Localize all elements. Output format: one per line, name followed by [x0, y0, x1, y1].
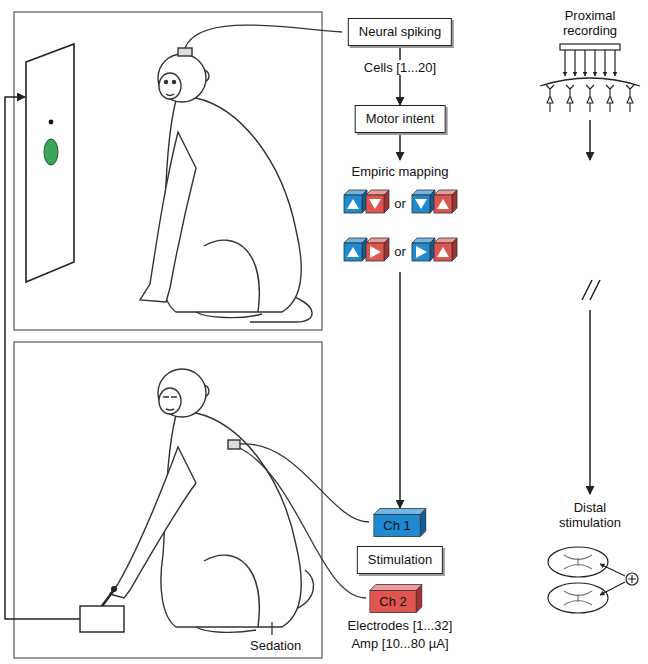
process-box: Motor intent	[355, 105, 446, 133]
panel-frame	[14, 12, 322, 330]
monkey	[140, 48, 312, 322]
annotation: Sedation	[250, 638, 301, 653]
mapping-tile	[366, 190, 389, 213]
cube-front	[434, 195, 452, 213]
panel-heading: Proximal recording	[544, 8, 636, 38]
fixation-dot	[49, 120, 54, 125]
manipulandum	[80, 606, 124, 632]
cube-front	[412, 243, 430, 261]
node-text: Ch 2	[379, 594, 406, 609]
cube-front	[366, 195, 384, 213]
mapping-tile	[366, 238, 389, 261]
direction-triangle	[369, 199, 381, 209]
node-text: Motor intent	[366, 111, 435, 127]
flow-arrow	[589, 310, 591, 494]
cube-front	[374, 515, 420, 537]
lever	[102, 590, 114, 606]
direction-triangle	[415, 199, 427, 209]
mapping-tile	[412, 238, 435, 261]
direction-triangle	[437, 247, 449, 257]
direction-triangle	[437, 199, 449, 209]
monkey	[110, 369, 314, 632]
node-text: Stimulation	[368, 552, 432, 568]
lever-knob	[111, 586, 117, 592]
cube-front	[412, 195, 430, 213]
screen	[26, 44, 74, 282]
flow-arrow	[399, 46, 401, 105]
cube-front	[366, 243, 384, 261]
cube-front	[344, 243, 362, 261]
process-box: Neural spiking	[348, 18, 452, 46]
cube-side	[452, 190, 457, 213]
cube-front	[370, 591, 416, 613]
mapping-tile	[344, 238, 367, 261]
mapping-tile	[434, 190, 457, 213]
node-text: Empiric mapping	[338, 164, 462, 179]
node-text: Ch 1	[383, 518, 410, 533]
iv-line	[271, 622, 272, 635]
stim-wire	[240, 448, 366, 598]
cube-front	[344, 195, 362, 213]
cube-front	[434, 243, 452, 261]
cube-side	[384, 190, 389, 213]
spinal-cord	[548, 547, 638, 613]
feedback-line	[5, 97, 80, 619]
cube-side	[416, 585, 422, 613]
cube-top	[370, 585, 422, 591]
node-text: Neural spiking	[359, 24, 441, 40]
break-mark	[582, 280, 600, 300]
cube-top	[374, 509, 426, 515]
panel-heading: Distal stimulation	[544, 500, 636, 530]
cortex-surface	[540, 78, 640, 86]
direction-triangle	[370, 246, 381, 258]
mapping-tile	[344, 190, 367, 213]
connector-word: or	[338, 244, 462, 259]
mapping-tile	[434, 238, 457, 261]
flow-arrow	[399, 272, 401, 508]
direction-triangle	[347, 199, 359, 209]
panel-frame	[14, 342, 322, 658]
channel-cube: Ch 1	[373, 508, 426, 537]
cube-side	[384, 238, 389, 261]
mapping-group: Empiric mapping or or	[338, 160, 462, 272]
cube-side	[452, 238, 457, 261]
flow-arrow	[399, 133, 401, 160]
recording-cable	[185, 25, 342, 48]
target	[44, 139, 58, 165]
flow-arrow	[589, 120, 591, 160]
process-box: Stimulation	[357, 546, 443, 574]
electrode-array	[560, 44, 620, 76]
channel-cube: Ch 2	[369, 584, 422, 613]
stim-wire	[240, 444, 369, 522]
mapping-tile	[412, 190, 435, 213]
direction-triangle	[347, 247, 359, 257]
neurons	[546, 85, 634, 112]
cube-side	[420, 509, 426, 537]
direction-triangle	[416, 246, 427, 258]
signal-label: Cells [1...20]	[360, 60, 440, 75]
connector-word: or	[338, 196, 462, 211]
parameter-label: Electrodes [1...32]	[348, 618, 453, 633]
parameter-label: Amp [10...80 µA]	[351, 636, 448, 651]
